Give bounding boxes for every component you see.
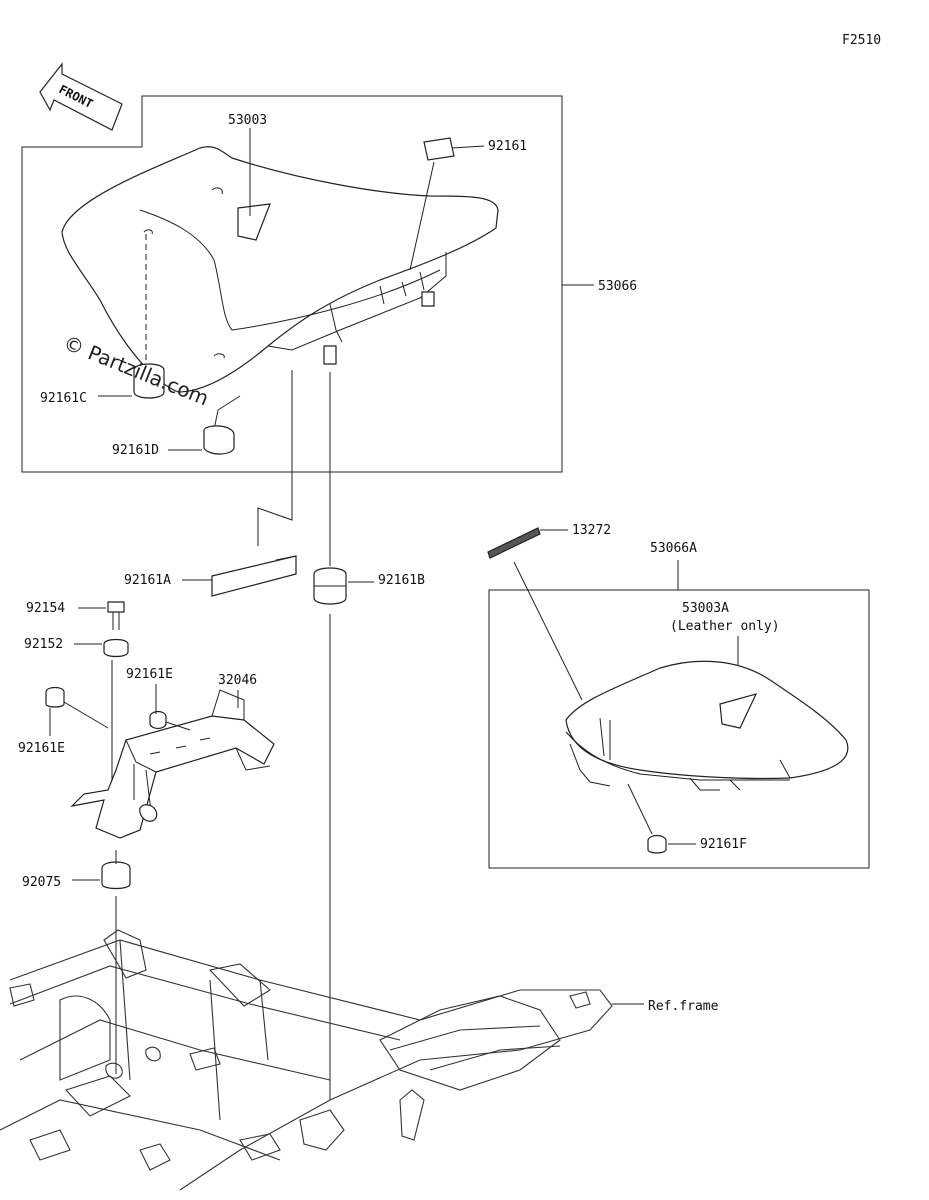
- callout-92161A: 92161A: [124, 573, 171, 588]
- callout-53066A: 53066A: [650, 541, 697, 556]
- callout-92075: 92075: [22, 875, 61, 890]
- bolt-92154: [107, 601, 125, 630]
- leather-seat-group-box: [488, 589, 870, 869]
- damper-92161F: [647, 834, 667, 854]
- main-seat: [61, 146, 499, 393]
- callout-92161E-top: 92161E: [126, 667, 173, 682]
- figure-code: F2510: [842, 33, 881, 48]
- leather-seat: [565, 660, 849, 791]
- callout-53003A: 53003A: [682, 601, 729, 616]
- collar-92152: [103, 638, 129, 658]
- damper-92161E-top: [149, 710, 167, 730]
- seat-group-box: [21, 95, 563, 473]
- callout-92161C: 92161C: [40, 391, 87, 406]
- callout-92161B: 92161B: [378, 573, 425, 588]
- damper-92161E-left: [45, 686, 65, 708]
- leather-only-note: (Leather only): [670, 619, 780, 634]
- strap-13272: [487, 527, 541, 559]
- front-arrow-icon: FRONT: [39, 62, 123, 131]
- rubber-92161: [423, 137, 455, 161]
- callout-92161E-left: 92161E: [18, 741, 65, 756]
- callout-13272: 13272: [572, 523, 611, 538]
- callout-92152: 92152: [24, 637, 63, 652]
- callout-92161: 92161: [488, 139, 527, 154]
- callout-ref-frame: Ref.frame: [648, 999, 719, 1014]
- callout-53003: 53003: [228, 113, 267, 128]
- motorcycle-frame: [0, 929, 613, 1191]
- callout-32046: 32046: [218, 673, 257, 688]
- callout-92161D: 92161D: [112, 443, 159, 458]
- damper-92161A: [211, 555, 297, 597]
- callout-53066: 53066: [598, 279, 637, 294]
- grommet-92075: [101, 861, 131, 890]
- bracket-32046: [70, 689, 275, 839]
- callout-92161F: 92161F: [700, 837, 747, 852]
- damper-92161C: [133, 363, 165, 399]
- damper-92161D: [203, 425, 235, 455]
- callout-92154: 92154: [26, 601, 65, 616]
